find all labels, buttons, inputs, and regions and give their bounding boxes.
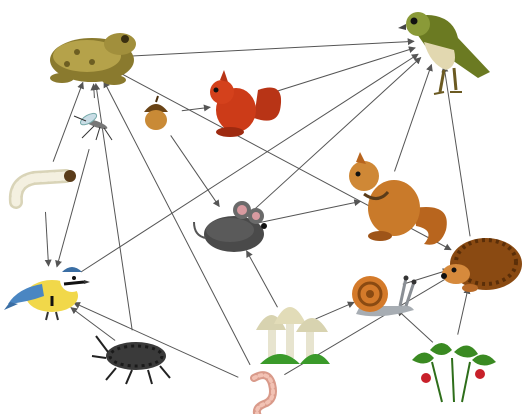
arrow-mosquito-to-toad — [94, 84, 95, 98]
strawberry-plant-icon — [412, 343, 496, 402]
arrow-mosquito-to-tit-bird — [57, 149, 89, 267]
mushrooms-icon — [256, 307, 330, 364]
bird-of-prey-icon — [398, 12, 490, 94]
arrow-strawberry-plant-to-snail — [397, 310, 433, 343]
arrow-acorn-to-mouse — [171, 135, 220, 206]
mouse-icon — [194, 201, 267, 252]
arrow-woodlouse-to-tit-bird — [71, 308, 115, 341]
caterpillar-icon — [16, 170, 76, 202]
toad-icon — [50, 33, 136, 85]
arrow-mushrooms-to-mouse — [247, 251, 278, 307]
arrow-toad-to-bird-of-prey — [118, 41, 414, 56]
arrow-mushrooms-to-snail — [314, 302, 354, 319]
acorn-icon — [144, 96, 168, 130]
arrow-woodlouse-to-toad — [96, 84, 132, 331]
mosquito-icon — [74, 111, 112, 140]
hedgehog-icon — [441, 238, 522, 292]
weasel-icon — [349, 152, 447, 245]
earthworm-icon — [254, 375, 273, 414]
arrow-mouse-to-weasel — [259, 201, 360, 222]
arrow-caterpillar-to-toad — [53, 82, 83, 161]
woodlouse-icon — [92, 336, 170, 384]
arrow-strawberry-plant-to-hedgehog — [458, 287, 469, 334]
arrow-squirrel-to-bird-of-prey — [261, 48, 415, 96]
snail-icon — [352, 276, 417, 317]
arrow-caterpillar-to-tit-bird — [45, 212, 48, 266]
arrow-weasel-to-bird-of-prey — [395, 65, 432, 172]
